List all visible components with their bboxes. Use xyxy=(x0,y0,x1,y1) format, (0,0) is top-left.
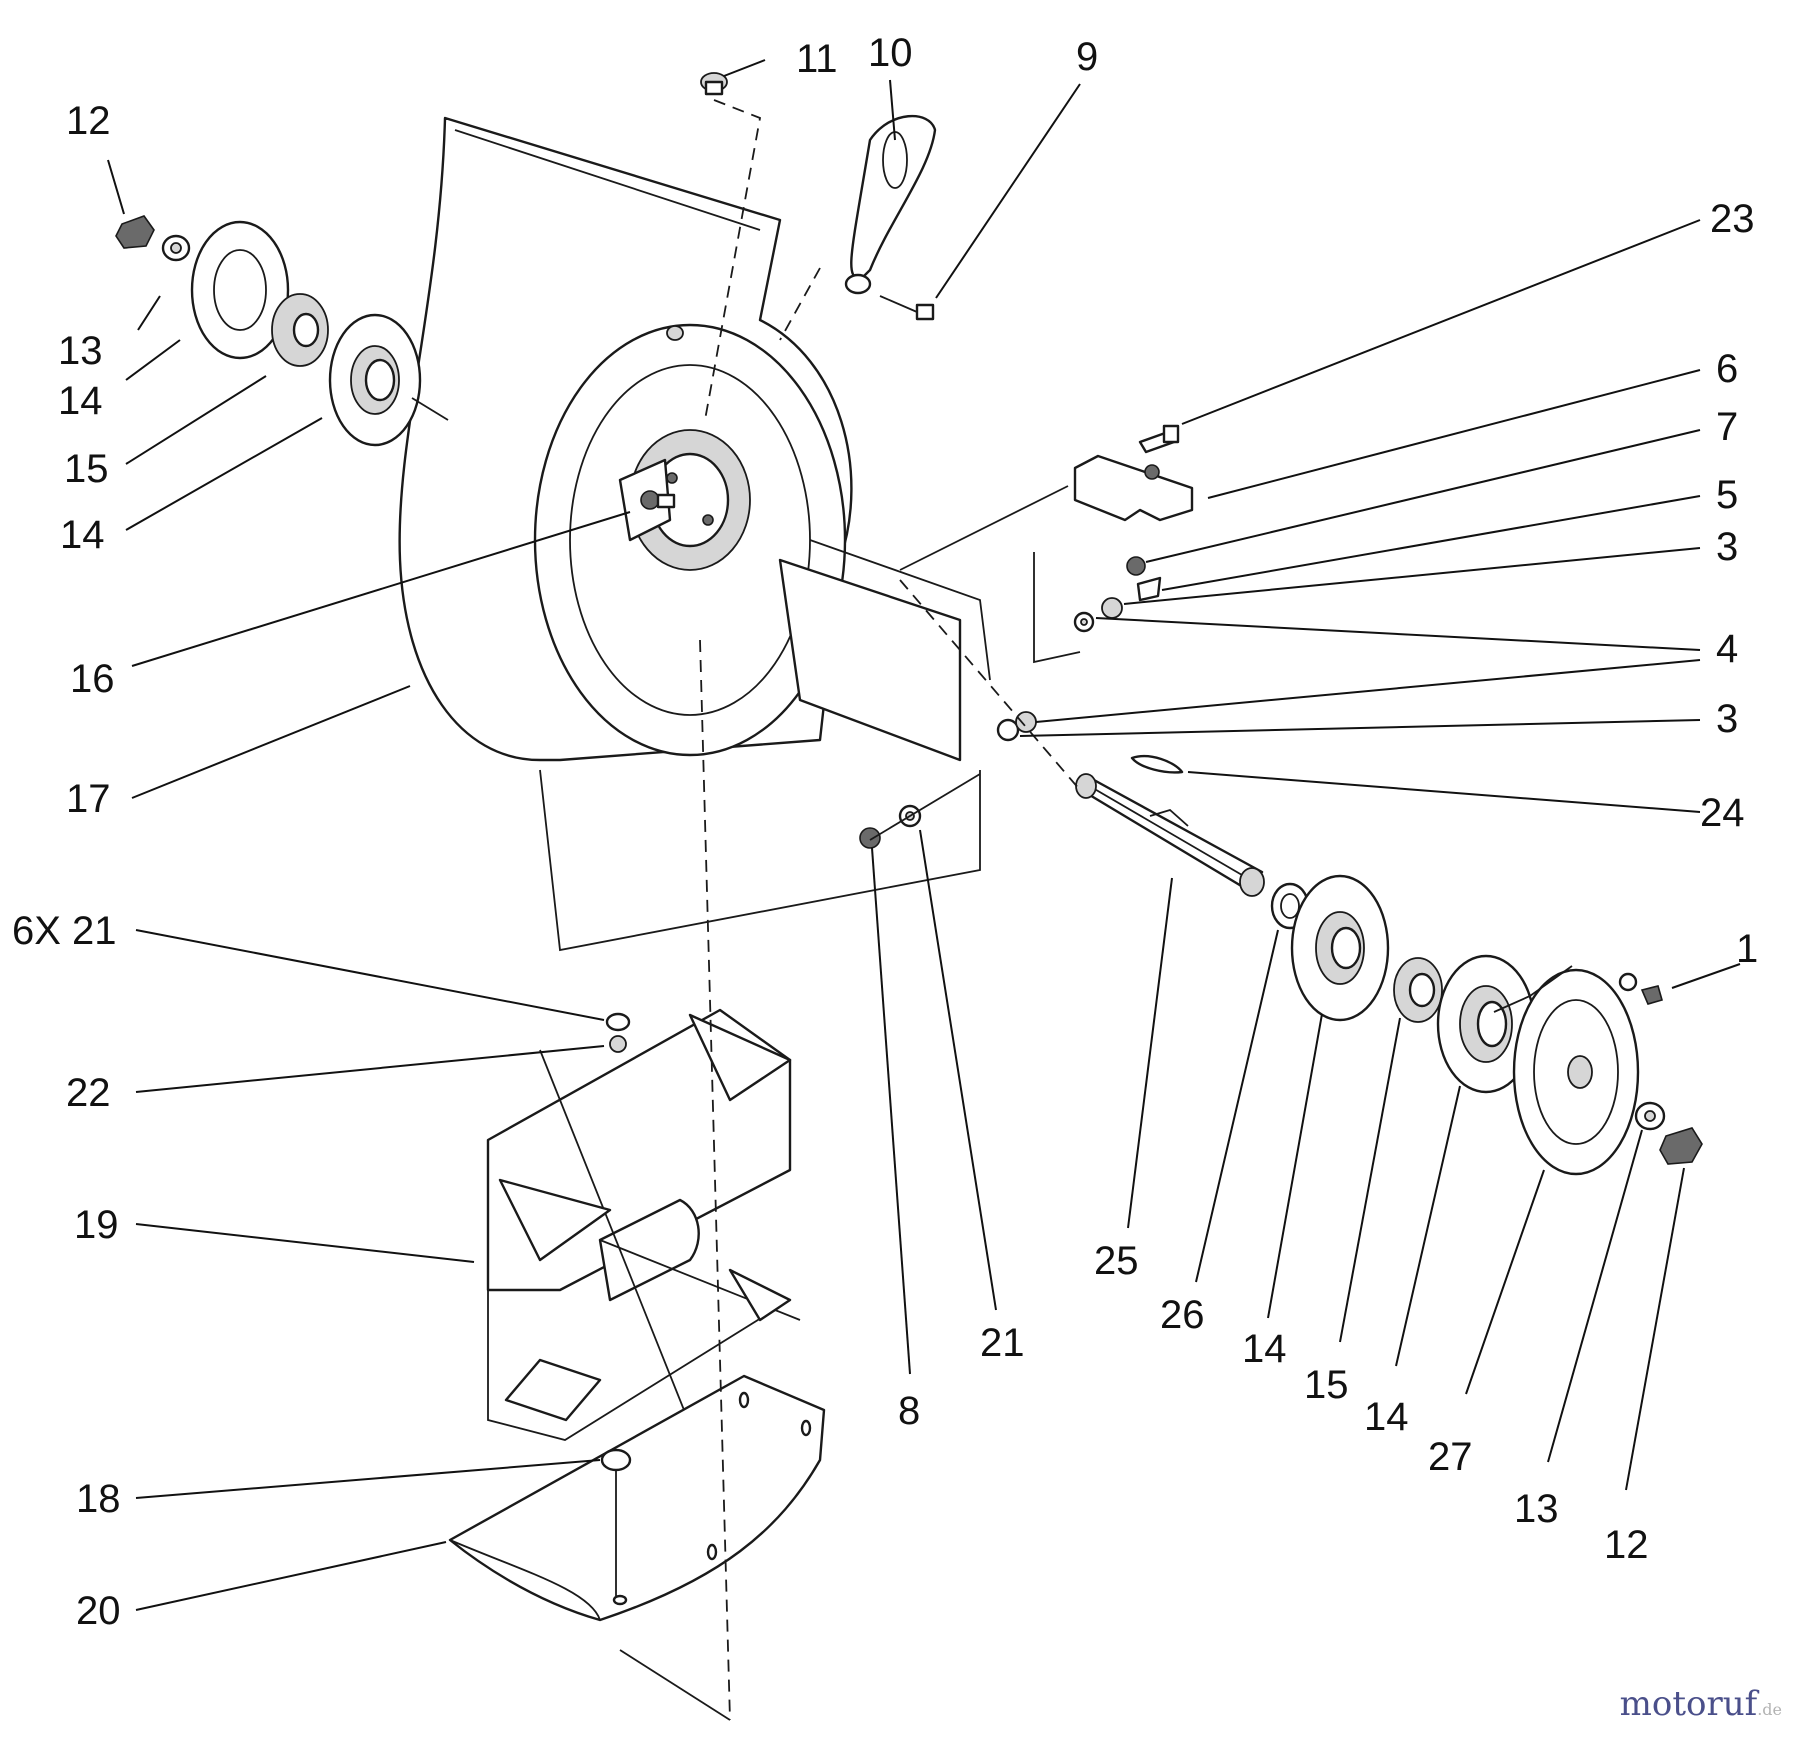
callout-26: 26 xyxy=(1160,1293,1205,1337)
bolt-9 xyxy=(879,295,935,321)
callout-15-right: 15 xyxy=(1304,1363,1349,1407)
callout-12-left: 12 xyxy=(66,99,111,143)
callout-3-b: 3 xyxy=(1716,697,1738,741)
callout-9: 9 xyxy=(1076,35,1098,79)
impeller-19 xyxy=(486,1008,801,1501)
right-bearing-stack xyxy=(1270,874,1703,1176)
assembly-line-bottom xyxy=(619,1649,731,1721)
adjuster-bracket xyxy=(844,115,937,295)
callout-27: 27 xyxy=(1428,1435,1473,1479)
callout-1: 1 xyxy=(1736,927,1758,971)
key-24 xyxy=(1130,755,1184,774)
shaft-25 xyxy=(1075,773,1265,897)
callout-23: 23 xyxy=(1710,197,1755,241)
callout-22: 22 xyxy=(66,1071,111,1115)
callout-14-right-b: 14 xyxy=(1364,1395,1409,1439)
leader-lines xyxy=(107,59,1741,1611)
callout-16: 16 xyxy=(70,657,115,701)
assembly-line-top xyxy=(704,99,762,421)
bracket-guide-lines-2 xyxy=(899,485,1069,571)
carriage-bolt-11 xyxy=(700,72,728,96)
carriage-bolt-18 xyxy=(600,1448,632,1596)
watermark-logo: motoruf.de xyxy=(1620,1684,1782,1724)
callout-6: 6 xyxy=(1716,347,1738,391)
hardware-5-7-3 xyxy=(1073,556,1162,633)
watermark-suffix: .de xyxy=(1757,1700,1782,1719)
callout-3-a: 3 xyxy=(1716,525,1738,569)
nut-guide xyxy=(869,773,981,841)
nut-on-housing xyxy=(666,325,684,341)
callout-21: 21 xyxy=(980,1321,1025,1365)
impeller-housing xyxy=(398,116,991,952)
callout-14-left-b: 14 xyxy=(60,513,105,557)
assembly-line-bracket xyxy=(779,267,821,341)
callout-24: 24 xyxy=(1700,791,1745,835)
callout-18: 18 xyxy=(76,1477,121,1521)
hub-16 xyxy=(618,458,676,542)
washer-21-nut-22 xyxy=(605,1012,631,1053)
callout-4: 4 xyxy=(1716,627,1738,671)
callout-20: 20 xyxy=(76,1589,121,1633)
bolt-1-guide xyxy=(1493,965,1573,1013)
bracket-guide-lines xyxy=(1033,552,1081,664)
callout-14-right-a: 14 xyxy=(1242,1327,1287,1371)
watermark-brand: motoruf xyxy=(1619,1684,1758,1724)
callout-19: 19 xyxy=(74,1203,119,1247)
shaft-centerline xyxy=(899,579,1081,791)
callout-25: 25 xyxy=(1094,1239,1139,1283)
left-bearing-stack xyxy=(115,215,449,447)
callout-labels: 11 10 9 12 13 14 15 14 23 6 7 5 3 4 3 24… xyxy=(12,31,1758,1633)
callout-11: 11 xyxy=(796,37,838,81)
mounting-bracket-6 xyxy=(1073,454,1194,522)
callout-8: 8 xyxy=(898,1389,920,1433)
callout-6x21: 6X 21 xyxy=(12,909,117,953)
bolt-23 xyxy=(1138,424,1180,454)
callout-10: 10 xyxy=(868,31,913,75)
callout-17: 17 xyxy=(66,777,111,821)
callout-13-left: 13 xyxy=(58,329,103,373)
callout-12-right: 12 xyxy=(1604,1523,1649,1567)
assembly-line-vertical xyxy=(699,639,731,1721)
callout-13-right: 13 xyxy=(1514,1487,1559,1531)
callout-14-left-a: 14 xyxy=(58,379,103,423)
callout-7: 7 xyxy=(1716,405,1738,449)
scraper-bar-20 xyxy=(448,1374,826,1622)
callout-5: 5 xyxy=(1716,473,1738,517)
callout-15-left: 15 xyxy=(64,447,109,491)
